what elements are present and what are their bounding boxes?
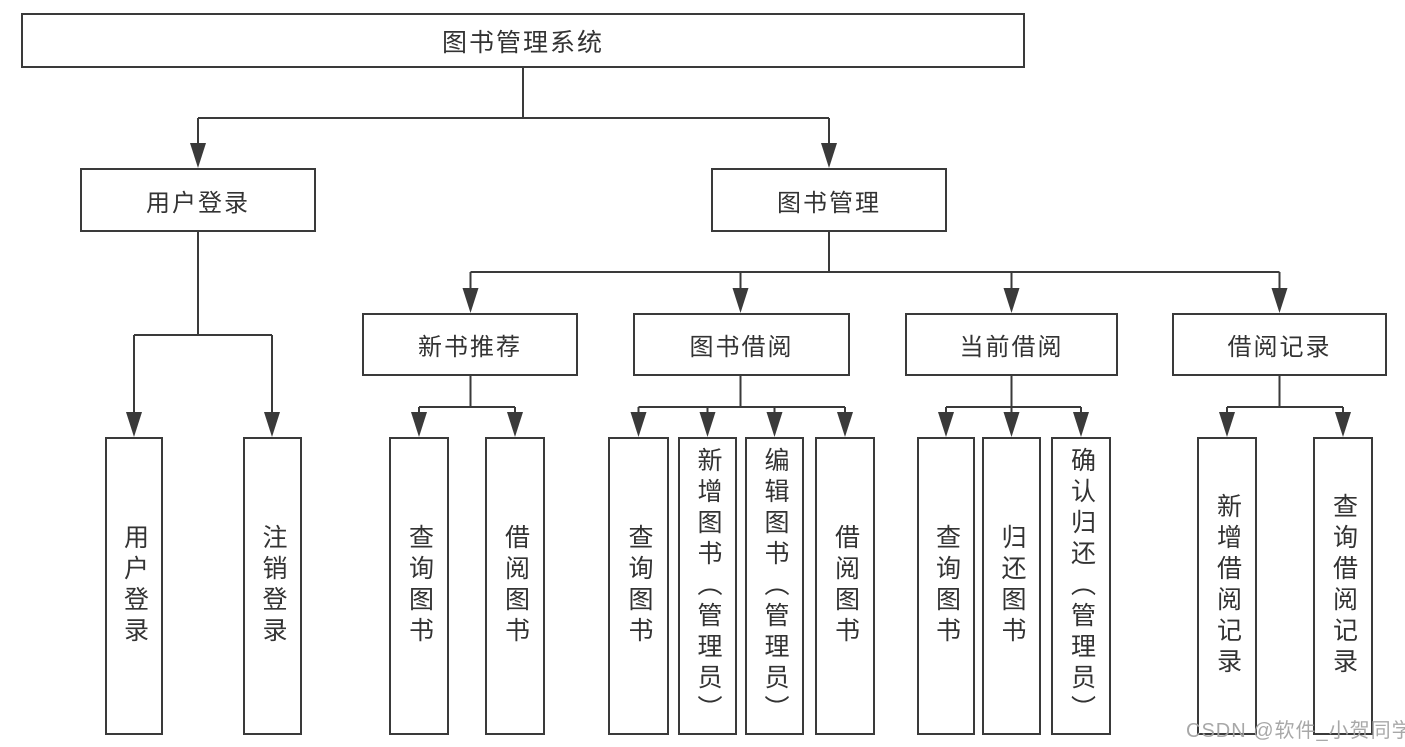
leaf-query-borrow-record: 查询借阅记录 <box>1313 437 1373 735</box>
arrowhead <box>821 143 837 168</box>
leaf-label: 查询图书 <box>405 524 434 648</box>
leaf-label: 借阅图书 <box>831 524 860 648</box>
csdn-watermark: CSDN @软件_小贺同学 <box>1186 720 1405 742</box>
node-label: 图书管理系统 <box>441 28 604 57</box>
node-book-borrow: 图书借阅 <box>633 313 850 376</box>
node-book-management: 图书管理 <box>711 168 947 232</box>
leaf-borrow-books-recommend: 借阅图书 <box>485 437 545 735</box>
arrowhead <box>766 412 783 437</box>
arrowhead <box>630 412 647 437</box>
leaf-query-books-borrow: 查询图书 <box>608 437 669 735</box>
node-user-login: 用户登录 <box>80 168 316 232</box>
connector-path <box>133 68 1344 413</box>
leaf-confirm-return-admin: 确认归还（管理员） <box>1051 437 1111 735</box>
leaf-label: 新增借阅记录 <box>1213 493 1242 679</box>
arrowhead <box>126 412 142 437</box>
node-label: 图书借阅 <box>689 334 794 361</box>
leaf-logout: 注销登录 <box>243 437 302 735</box>
leaf-label: 用户登录 <box>120 524 149 648</box>
node-label: 当前借阅 <box>959 334 1064 361</box>
leaf-label: 编辑图书（管理员） <box>761 446 789 726</box>
leaf-label: 归还图书 <box>998 524 1026 648</box>
arrowhead <box>1003 412 1020 437</box>
leaf-query-books-recommend: 查询图书 <box>389 437 449 735</box>
leaf-user-login: 用户登录 <box>105 437 163 735</box>
leaf-query-books-current: 查询图书 <box>917 437 975 735</box>
node-label: 借阅记录 <box>1227 334 1332 361</box>
arrowhead <box>1219 412 1235 437</box>
leaf-label: 借阅图书 <box>501 524 530 648</box>
leaf-add-borrow-record: 新增借阅记录 <box>1197 437 1257 735</box>
leaf-label: 确认归还（管理员） <box>1067 446 1096 726</box>
leaf-add-books-admin: 新增图书（管理员） <box>678 437 737 735</box>
arrowhead <box>1003 288 1020 313</box>
leaf-label: 查询图书 <box>625 524 653 648</box>
arrowhead <box>1335 412 1351 437</box>
leaf-edit-books-admin: 编辑图书（管理员） <box>745 437 804 735</box>
arrowhead <box>462 288 479 313</box>
arrowhead <box>1073 412 1089 437</box>
arrowhead <box>507 412 523 437</box>
arrowhead <box>732 288 749 313</box>
leaf-return-books: 归还图书 <box>982 437 1041 735</box>
arrowhead <box>938 412 954 437</box>
node-current-borrow: 当前借阅 <box>905 313 1118 376</box>
leaf-borrow-books: 借阅图书 <box>815 437 875 735</box>
node-borrow-records: 借阅记录 <box>1172 313 1387 376</box>
arrowhead <box>699 412 716 437</box>
leaf-label: 新增图书（管理员） <box>694 446 722 726</box>
arrowhead <box>837 412 853 437</box>
node-label: 新书推荐 <box>418 334 522 361</box>
arrowhead <box>190 143 206 168</box>
arrowhead <box>411 412 427 437</box>
node-label: 用户登录 <box>146 189 250 217</box>
leaf-label: 查询借阅记录 <box>1329 493 1358 679</box>
arrowhead <box>264 412 280 437</box>
leaf-label: 注销登录 <box>259 524 287 648</box>
node-label: 图书管理 <box>777 189 881 217</box>
arrowhead <box>1271 288 1288 313</box>
node-new-book-recommend: 新书推荐 <box>362 313 578 376</box>
node-system-root: 图书管理系统 <box>21 13 1025 68</box>
leaf-label: 查询图书 <box>932 524 961 648</box>
